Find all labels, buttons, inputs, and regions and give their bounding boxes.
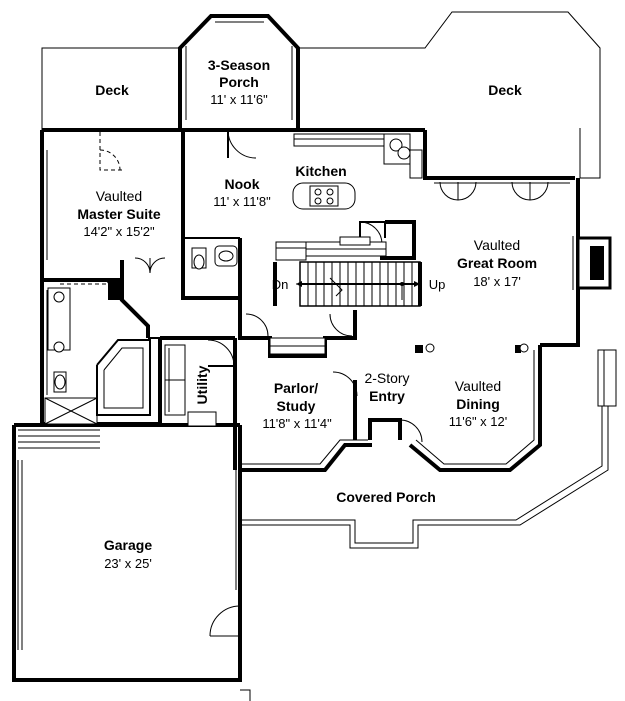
interior-walls: [42, 129, 617, 549]
deck-right-outline: [297, 11, 601, 179]
garage-label: Garage: [104, 537, 152, 553]
utility-label: Utility: [194, 365, 210, 404]
garage-dims: 23' x 25': [104, 556, 152, 571]
entry-label: Entry: [369, 388, 405, 404]
kitchen-label: Kitchen: [295, 163, 346, 179]
dining-label: Dining: [456, 396, 500, 412]
exterior-walls: [40, 128, 612, 426]
master-label: Master Suite: [77, 206, 160, 222]
room-labels: Deck 3-Season Porch 11' x 11'6" Deck Kit…: [77, 57, 537, 571]
parlor-label-line1: Parlor/: [274, 380, 318, 396]
great-room-qualifier: Vaulted: [474, 237, 520, 253]
stairs-down-label: Dn: [272, 277, 289, 292]
deck-right-label: Deck: [488, 82, 522, 98]
parlor-dims: 11'8" x 11'4": [262, 416, 332, 431]
covered-porch-label: Covered Porch: [336, 489, 436, 505]
porch-dims: 11' x 11'6": [210, 92, 268, 107]
porch-label-line2: Porch: [219, 74, 259, 90]
master-dims: 14'2" x 15'2": [83, 224, 155, 239]
great-room-label: Great Room: [457, 255, 537, 271]
dining-qualifier: Vaulted: [455, 378, 501, 394]
dining-dims: 11'6" x 12': [449, 414, 508, 429]
entry-qualifier: 2-Story: [364, 370, 409, 386]
deck-left-label: Deck: [95, 82, 129, 98]
stairs-up-label: Up: [429, 277, 446, 292]
nook-dims: 11' x 11'8": [213, 194, 271, 209]
parlor-label-line2: Study: [277, 398, 316, 414]
nook-label: Nook: [225, 176, 260, 192]
porch-label-line1: 3-Season: [208, 57, 270, 73]
great-room-dims: 18' x 17': [473, 274, 521, 289]
master-qualifier: Vaulted: [96, 188, 142, 204]
three-season-porch-walls: [178, 14, 300, 128]
